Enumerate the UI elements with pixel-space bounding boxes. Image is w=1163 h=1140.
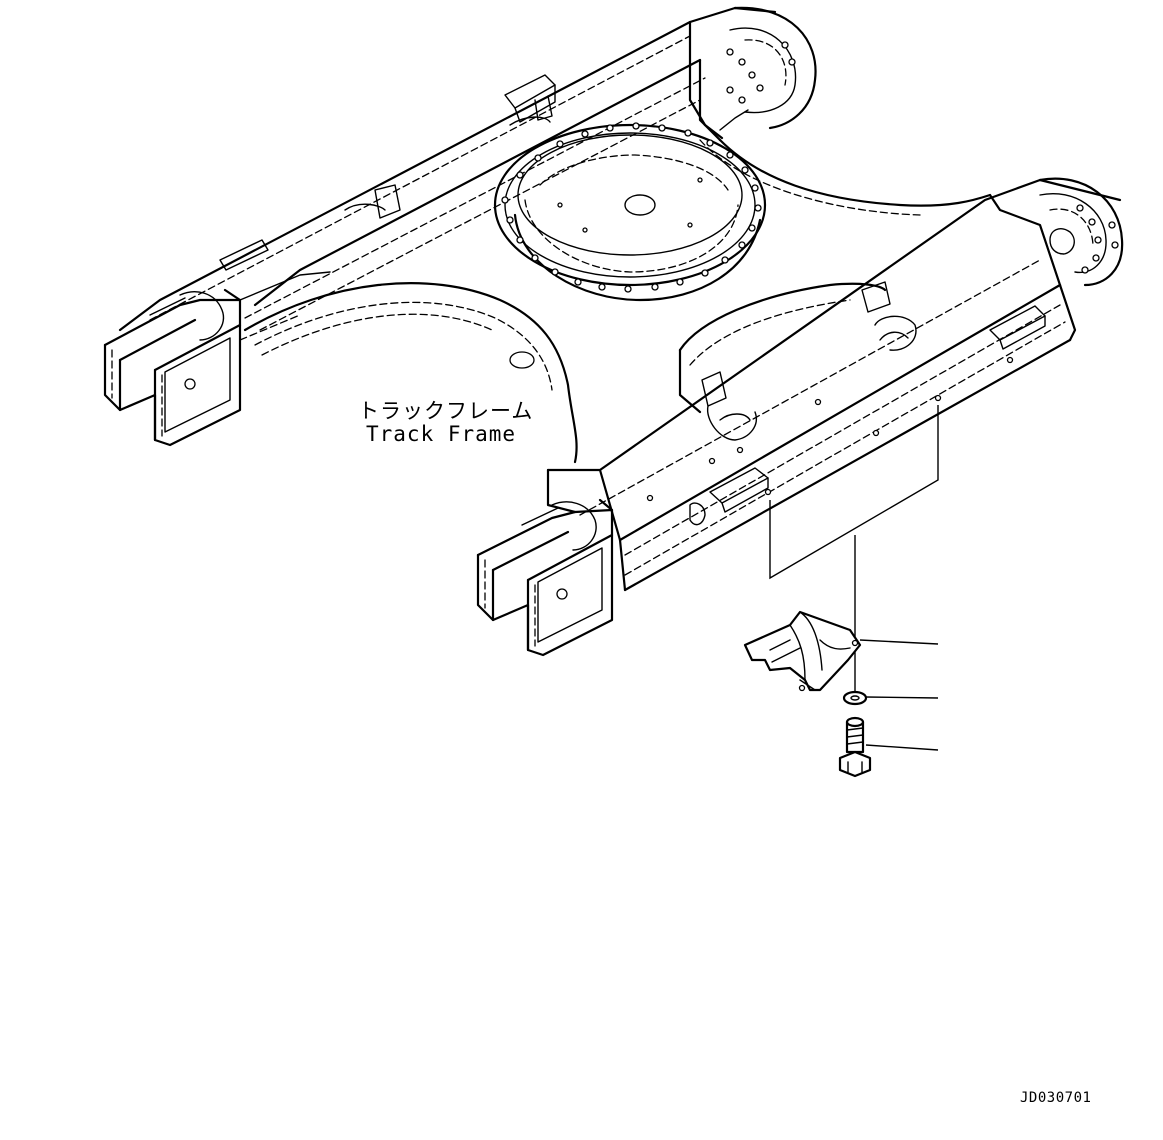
left-idler-end — [103, 271, 331, 447]
upper-side-beam — [118, 6, 817, 332]
leader-lines — [769, 405, 939, 751]
center-frame — [243, 122, 992, 464]
right-idler-end — [476, 468, 622, 657]
track-guard-bracket — [743, 610, 862, 692]
track-frame-label-jp: トラックフレーム — [358, 399, 534, 423]
bolt — [838, 716, 872, 778]
track-frame-label-en: Track Frame — [366, 422, 517, 446]
lower-side-beam — [546, 177, 1124, 592]
drawing-number: JD030701 — [1020, 1090, 1092, 1106]
washer — [842, 690, 868, 706]
swing-circle-bolt-holes — [501, 122, 762, 293]
